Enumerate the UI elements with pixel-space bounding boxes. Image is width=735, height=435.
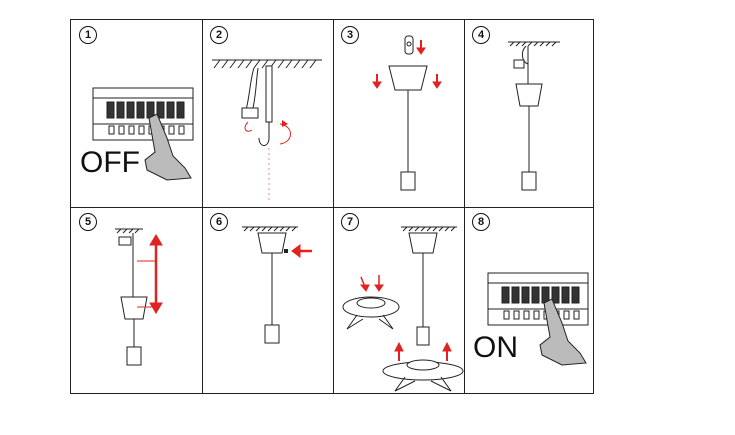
step-number: 2 [210,26,228,44]
step-4-panel: 4 [464,20,595,207]
breaker-off-illustration [92,87,194,181]
step-number: 1 [79,26,97,44]
canopy-remove-illustration [372,35,442,191]
step-8-panel: 8 ON [464,207,595,394]
ceiling-hook-install-illustration [212,59,322,200]
on-label: ON [473,331,518,364]
grid-divider [202,20,203,393]
step-number: 8 [472,213,490,231]
attach-fan-illustration [342,226,464,392]
step-number: 4 [472,26,490,44]
tighten-screw-illustration [242,226,312,344]
step-number: 7 [341,213,359,231]
step-7-panel: 7 [333,207,464,394]
step-number: 6 [210,213,228,231]
step-5-panel: 5 [71,207,202,394]
breaker-on-illustration [487,272,589,366]
step-3-panel: 3 [333,20,464,207]
step-2-panel: 2 [202,20,333,207]
hook-canopy-illustration [508,41,560,191]
step-6-panel: 6 [202,207,333,394]
grid-divider [71,207,593,208]
adjust-height-illustration [115,228,163,366]
instruction-grid: 1 OFF 2 [70,19,594,394]
off-label: OFF [80,146,140,179]
step-number: 5 [79,213,97,231]
step-1-panel: 1 OFF [71,20,202,207]
step-number: 3 [341,26,359,44]
header-text: · · · · · · [78,0,126,4]
grid-divider [464,20,465,393]
grid-divider [333,20,334,393]
